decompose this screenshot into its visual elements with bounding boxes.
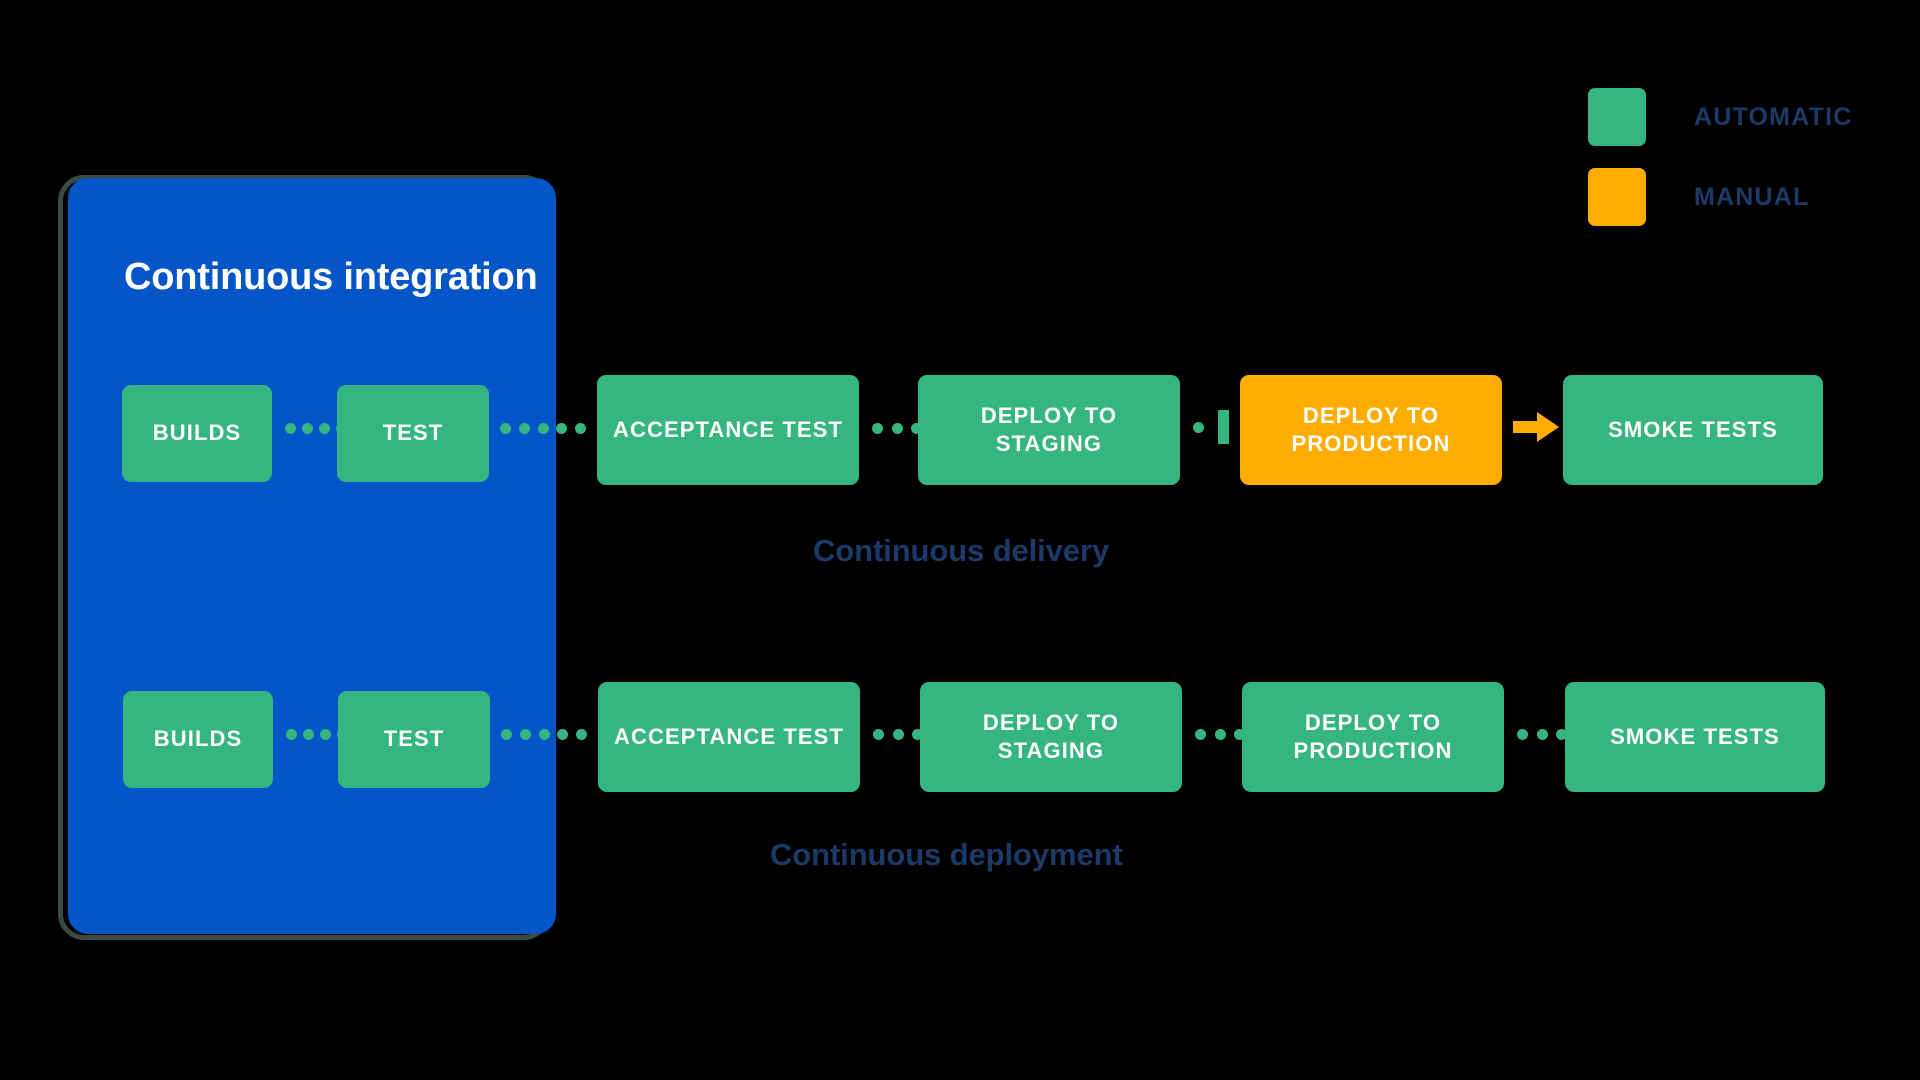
legend-label-manual: MANUAL	[1694, 182, 1810, 211]
stage-smoke-tests-deployment[interactable]: SMOKE TESTS	[1565, 682, 1825, 792]
stage-deploy-to-production-delivery[interactable]: DEPLOY TO PRODUCTION	[1240, 375, 1502, 485]
stage-builds-delivery[interactable]: BUILDS	[122, 385, 272, 482]
legend-item-automatic: AUTOMATIC	[1588, 88, 1852, 146]
legend-swatch-automatic	[1588, 88, 1646, 146]
legend-label-automatic: AUTOMATIC	[1694, 102, 1853, 131]
connector-dots-staging-production-deployment	[1195, 727, 1245, 741]
manual-gate-marker	[1193, 410, 1229, 444]
connector-dots-test-acceptance-delivery	[500, 421, 586, 435]
gate-stop-bar-icon	[1218, 410, 1229, 444]
arrow-right-icon	[1513, 412, 1559, 442]
stage-test-deployment[interactable]: TEST	[338, 691, 490, 788]
stage-deploy-to-production-deployment[interactable]: DEPLOY TO PRODUCTION	[1242, 682, 1504, 792]
connector-dots-acceptance-staging-delivery	[872, 421, 922, 435]
flow-caption-continuous-deployment: Continuous deployment	[770, 837, 1123, 872]
stage-acceptance-test-delivery[interactable]: ACCEPTANCE TEST	[597, 375, 859, 485]
stage-test-delivery[interactable]: TEST	[337, 385, 489, 482]
connector-dots-production-smoke-deployment	[1517, 727, 1567, 741]
stage-deploy-to-staging-deployment[interactable]: DEPLOY TO STAGING	[920, 682, 1182, 792]
legend-item-manual: MANUAL	[1588, 168, 1852, 226]
stage-acceptance-test-deployment[interactable]: ACCEPTANCE TEST	[598, 682, 860, 792]
connector-dots-test-acceptance-deployment	[501, 727, 587, 741]
stage-deploy-to-staging-delivery[interactable]: DEPLOY TO STAGING	[918, 375, 1180, 485]
flow-caption-continuous-delivery: Continuous delivery	[813, 533, 1110, 568]
connector-dots-acceptance-staging-deployment	[873, 727, 923, 741]
gate-dot-icon	[1193, 421, 1204, 433]
legend-swatch-manual	[1588, 168, 1646, 226]
stage-smoke-tests-delivery[interactable]: SMOKE TESTS	[1563, 375, 1823, 485]
ci-panel	[68, 178, 556, 934]
stage-builds-deployment[interactable]: BUILDS	[123, 691, 273, 788]
legend: AUTOMATIC MANUAL	[1588, 88, 1852, 248]
ci-panel-title: Continuous integration	[124, 256, 538, 298]
